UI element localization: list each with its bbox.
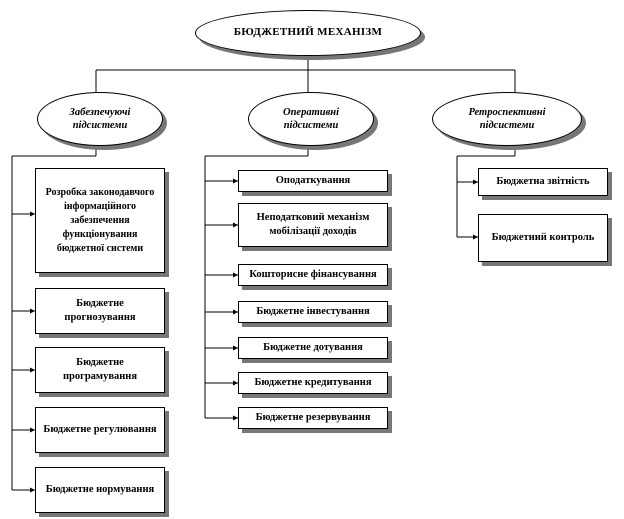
arrow-s2-item-7 <box>233 415 238 421</box>
arrow-s3-item-1 <box>473 179 478 185</box>
item-budget-regulation: Бюджетне регулювання <box>35 407 165 453</box>
arrow-s1-item-5 <box>30 487 35 493</box>
subsystem-operative: Оперативні підсистеми <box>248 92 374 146</box>
item-budget-forecasting: Бюджетне прогнозування <box>35 288 165 334</box>
item-budget-programming: Бюджетне програмування <box>35 347 165 393</box>
arrow-s2-item-3 <box>233 272 238 278</box>
item-budget-norming: Бюджетне нормування <box>35 467 165 513</box>
arrow-s2-item-2 <box>233 222 238 228</box>
arrow-s2-item-1 <box>233 178 238 184</box>
arrow-s1-item-3 <box>30 367 35 373</box>
arrow-s1-item-1 <box>30 211 35 217</box>
item-taxation: Оподаткування <box>238 170 388 192</box>
item-budget-control: Бюджетний контроль <box>478 214 608 262</box>
arrow-s2-item-5 <box>233 345 238 351</box>
item-budget-lending: Бюджетне кредитування <box>238 372 388 394</box>
arrow-s1-item-2 <box>30 308 35 314</box>
arrow-s2-item-6 <box>233 380 238 386</box>
arrow-s1-item-4 <box>30 427 35 433</box>
item-budget-subsidies: Бюджетне дотування <box>238 337 388 359</box>
item-budget-reporting: Бюджетна звітність <box>478 168 608 196</box>
item-estimate-financing: Кошторисне фінансування <box>238 264 388 286</box>
subsystem-retrospective: Ретроспективні підсистеми <box>432 92 582 146</box>
item-legislative-support: Розробка законодавчого інформаційного за… <box>35 168 165 273</box>
arrow-s3-item-2 <box>473 234 478 240</box>
item-budget-investment: Бюджетне інвестування <box>238 301 388 323</box>
item-non-tax-revenue: Неподатковий механізм мобілізації доході… <box>238 203 388 247</box>
root-node: БЮДЖЕТНИЙ МЕХАНІЗМ <box>195 10 421 56</box>
arrow-s2-item-4 <box>233 309 238 315</box>
item-budget-reserving: Бюджетне резервування <box>238 407 388 429</box>
subsystem-supporting: Забезпечуючі підсистеми <box>37 92 163 146</box>
